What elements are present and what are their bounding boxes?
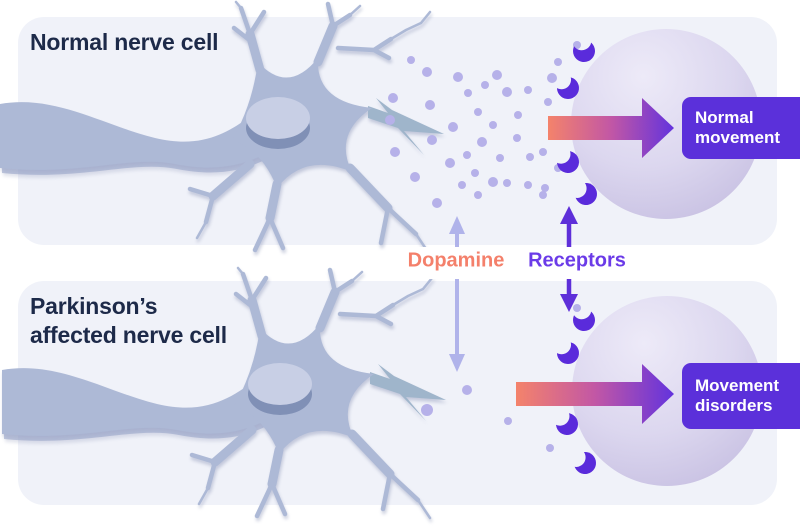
dopamine-dot — [448, 122, 458, 132]
dopamine-dot — [488, 177, 498, 187]
dopamine-dot — [464, 89, 472, 97]
dopamine-dot — [539, 191, 547, 199]
dopamine-dot — [573, 304, 581, 312]
dopamine-dots-bottom — [421, 304, 581, 452]
dopamine-dot — [463, 151, 471, 159]
dopamine-dot — [526, 153, 534, 161]
dopamine-dot — [489, 121, 497, 129]
dopamine-dot — [425, 100, 435, 110]
dopamine-dot — [388, 93, 398, 103]
dopamine-dot — [481, 81, 489, 89]
dopamine-dot — [514, 111, 522, 119]
dopamine-dot — [477, 137, 487, 147]
dopamine-dot — [421, 404, 433, 416]
dopamine-dot — [432, 198, 442, 208]
dopamine-dot — [496, 154, 504, 162]
label-band — [398, 247, 650, 279]
dopamine-dot — [544, 98, 552, 106]
normal-movement-arrow — [548, 98, 674, 158]
movement-disorders-box: Movement disorders — [682, 363, 800, 429]
dopamine-dot — [503, 179, 511, 187]
movement-disorders-arrow — [516, 364, 674, 424]
dopamine-dot — [410, 172, 420, 182]
dopamine-dot — [502, 87, 512, 97]
dopamine-dot — [390, 147, 400, 157]
dopamine-dot — [445, 158, 455, 168]
normal-movement-box: Normal movement — [682, 97, 800, 159]
dopamine-dot — [539, 148, 547, 156]
dopamine-dot — [474, 191, 482, 199]
normal-cell-title: Normal nerve cell — [30, 29, 219, 55]
dopamine-dot — [492, 70, 502, 80]
dopamine-dot — [385, 115, 395, 125]
dopamine-dot — [541, 184, 549, 192]
dopamine-dot — [453, 72, 463, 82]
dopamine-dot — [471, 169, 479, 177]
parkinsons-cell-title: Parkinson’s affected nerve cell — [30, 293, 227, 349]
normal-movement-box-label: Normal movement — [695, 107, 781, 147]
dopamine-dot — [407, 56, 415, 64]
dopamine-dot — [458, 181, 466, 189]
dopamine-dot — [462, 385, 472, 395]
dopamine-dot — [524, 181, 532, 189]
dopamine-dot — [513, 134, 521, 142]
dopamine-dots-top — [385, 41, 581, 208]
movement-disorders-box-label: Movement disorders — [695, 375, 780, 415]
dopamine-dot — [427, 135, 437, 145]
dopamine-label: Dopamine — [407, 249, 505, 272]
dopamine-dot — [504, 417, 512, 425]
dopamine-dot — [422, 67, 432, 77]
dopamine-dot — [474, 108, 482, 116]
dopamine-dot — [547, 73, 557, 83]
dopamine-dot — [546, 444, 554, 452]
dopamine-dot — [524, 86, 532, 94]
receptors-label: Receptors — [528, 249, 626, 272]
dopamine-dot — [554, 58, 562, 66]
